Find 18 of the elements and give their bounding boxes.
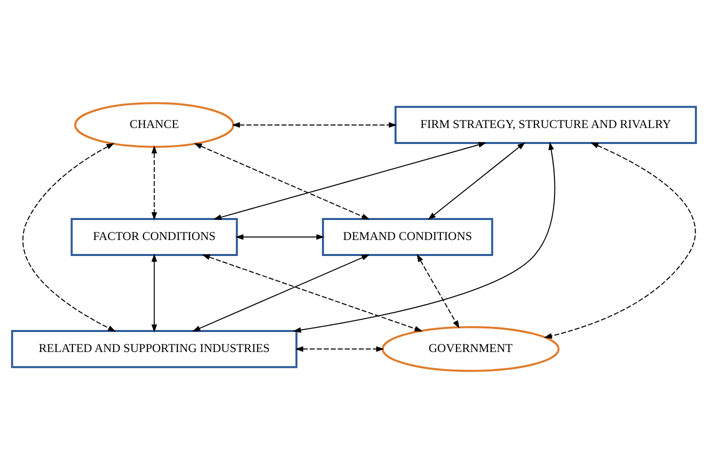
arrow [202,254,423,331]
arrow [194,142,370,220]
arrow [295,346,384,352]
arrow [232,122,397,128]
arrow [192,254,370,332]
arrow [22,142,116,332]
arrow [428,142,526,220]
arrow [151,253,158,332]
node-box: DEMAND CONDITIONS [322,217,494,256]
node-box: RELATED AND SUPPORTING INDUSTRIES [11,330,298,368]
arrow [416,253,460,328]
arrow [151,144,158,220]
arrow [292,141,556,332]
arrow [235,234,324,240]
arrow [544,142,696,338]
arrow [213,142,486,220]
node-box: FACTOR CONDITIONS [70,217,238,256]
node-box: FIRM STRATEGY, STRUCTURE AND RIVALRY [394,105,697,144]
